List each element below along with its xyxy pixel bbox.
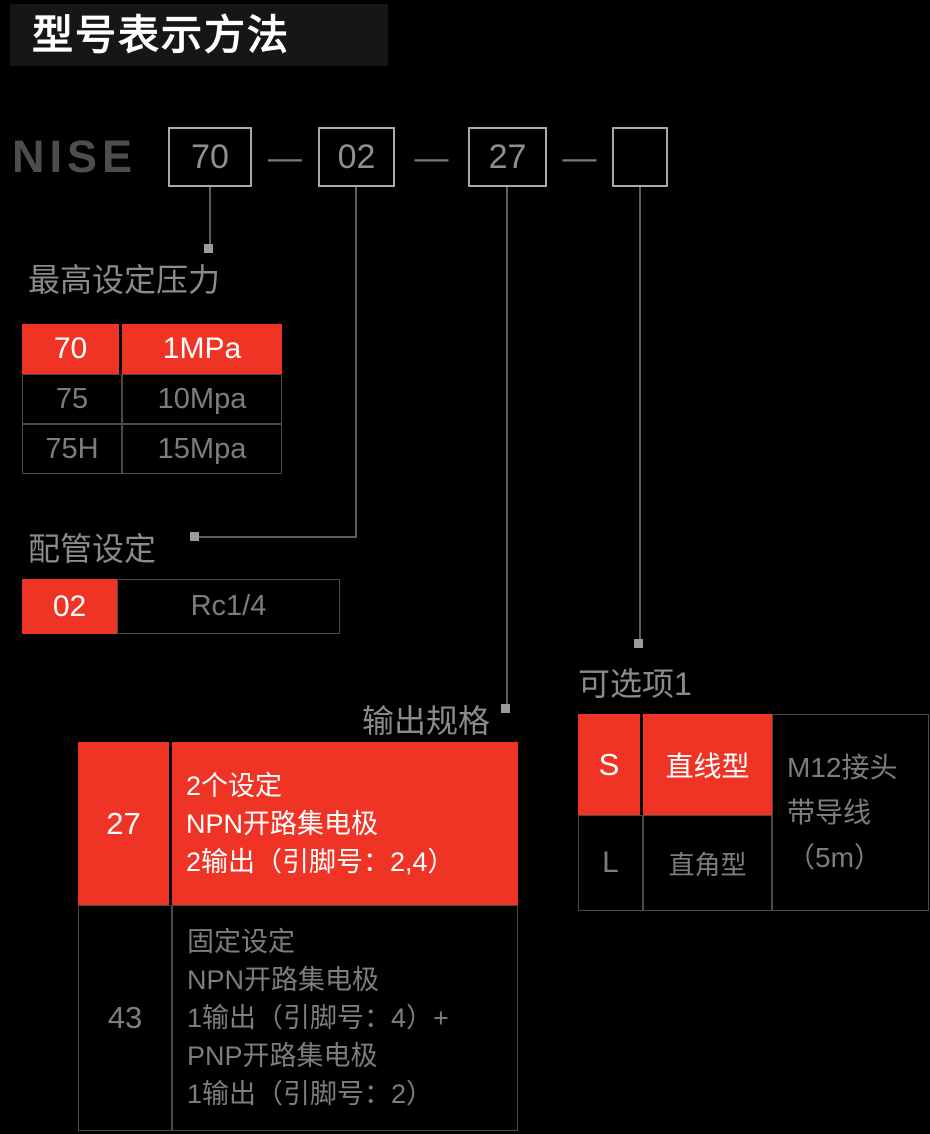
model-separator: — (414, 139, 449, 177)
model-segment-output: 27 (468, 127, 547, 187)
pressure-value-cell: 1MPa (122, 324, 282, 374)
connector-line-option1 (639, 187, 641, 643)
model-separator: — (562, 139, 597, 177)
connector-dot-output (501, 704, 510, 713)
pressure-value-cell: 10Mpa (122, 374, 282, 424)
option1-value-cell: 直线型 (643, 714, 772, 815)
section-label-piping: 配管设定 (28, 531, 157, 567)
pressure-code-cell: 75H (22, 424, 122, 474)
section-label-pressure: 最高设定压力 (28, 262, 221, 298)
model-segment-pressure: 70 (168, 127, 252, 187)
option1-note-cell: M12接头 带导线 （5m） (772, 714, 929, 911)
page-title: 型号表示方法 (10, 4, 388, 66)
output-code-cell: 43 (78, 905, 172, 1131)
model-segment-piping: 02 (318, 127, 395, 187)
piping-code-cell: 02 (22, 579, 117, 634)
pressure-code-cell: 70 (22, 324, 122, 374)
connector-line-output (506, 187, 508, 709)
option1-code-cell: S (578, 714, 643, 815)
option1-value-cell: 直角型 (643, 815, 772, 911)
connector-line-piping-horizontal (196, 536, 356, 538)
output-desc-cell: 2个设定 NPN开路集电极 2输出（引脚号：2,4） (172, 742, 518, 905)
section-label-output: 输出规格 (362, 703, 491, 739)
output-code-cell: 27 (78, 742, 172, 905)
pressure-code-cell: 75 (22, 374, 122, 424)
connector-dot-pressure (204, 244, 213, 253)
model-prefix: NISE (12, 131, 138, 182)
connector-dot-piping (190, 532, 199, 541)
connector-line-piping (355, 187, 357, 538)
output-desc-cell: 固定设定 NPN开路集电极 1输出（引脚号：4）+ PNP开路集电极 1输出（引… (172, 905, 518, 1131)
model-segment-option (612, 127, 668, 187)
connector-dot-option1 (634, 639, 643, 648)
piping-value-cell: Rc1/4 (117, 579, 340, 634)
section-label-option1: 可选项1 (578, 666, 692, 702)
option1-code-cell: L (578, 815, 643, 911)
pressure-value-cell: 15Mpa (122, 424, 282, 474)
connector-line-pressure (209, 187, 211, 249)
model-separator: — (268, 139, 302, 177)
